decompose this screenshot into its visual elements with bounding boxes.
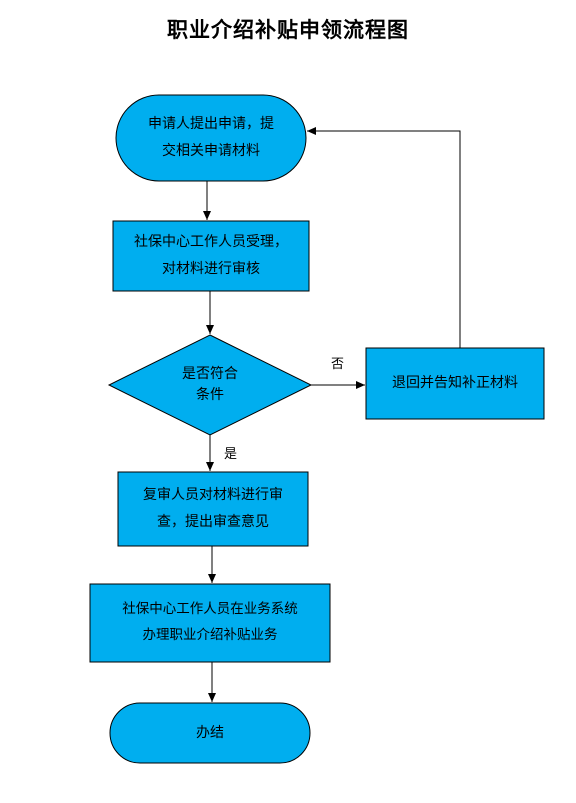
reject-node-text: 退回并告知补正材料 [392,375,518,392]
edge-label-no: 否 [331,357,345,372]
accept-node-line-1: 社保中心工作人员受理， [134,234,288,251]
review-node-line-2: 查，提出审查意见 [157,514,269,530]
review-process-shape [117,471,309,547]
reject-process-shape [365,347,545,420]
end-node-text: 办结 [196,724,224,741]
accept-process-shape [112,220,310,292]
accept-node: 社保中心工作人员受理， 对材料进行审核 [113,221,309,291]
business-process-shape [89,583,331,663]
start-node-line-1: 申请人提出申请，提 [148,116,274,133]
review-node-line-1: 复审人员对材料进行审 [143,487,283,504]
edge-label-yes: 是 [224,447,238,462]
arrow-reject-back-to-start [307,127,461,348]
accept-node-line-2: 对材料进行审核 [162,261,260,277]
start-node: 申请人提出申请，提 交相关申请材料 [116,95,306,181]
end-node: 办结 [110,703,310,763]
decision-node-line-2: 条件 [196,387,224,403]
page-title: 职业介绍补贴申领流程图 [167,17,409,42]
business-node-line-2: 办理职业介绍补贴业务 [142,627,278,643]
start-terminal-shape [115,94,307,182]
business-node-line-1: 社保中心工作人员在业务系统 [122,601,298,618]
business-node: 社保中心工作人员在业务系统 办理职业介绍补贴业务 [90,584,330,662]
decision-node: 是否符合 条件 [130,355,290,415]
reject-node: 退回并告知补正材料 [366,348,544,419]
start-node-line-2: 交相关申请材料 [162,143,260,159]
review-node: 复审人员对材料进行审 查，提出审查意见 [118,472,308,546]
decision-node-line-1: 是否符合 [182,366,238,382]
end-terminal-shape [109,702,311,764]
